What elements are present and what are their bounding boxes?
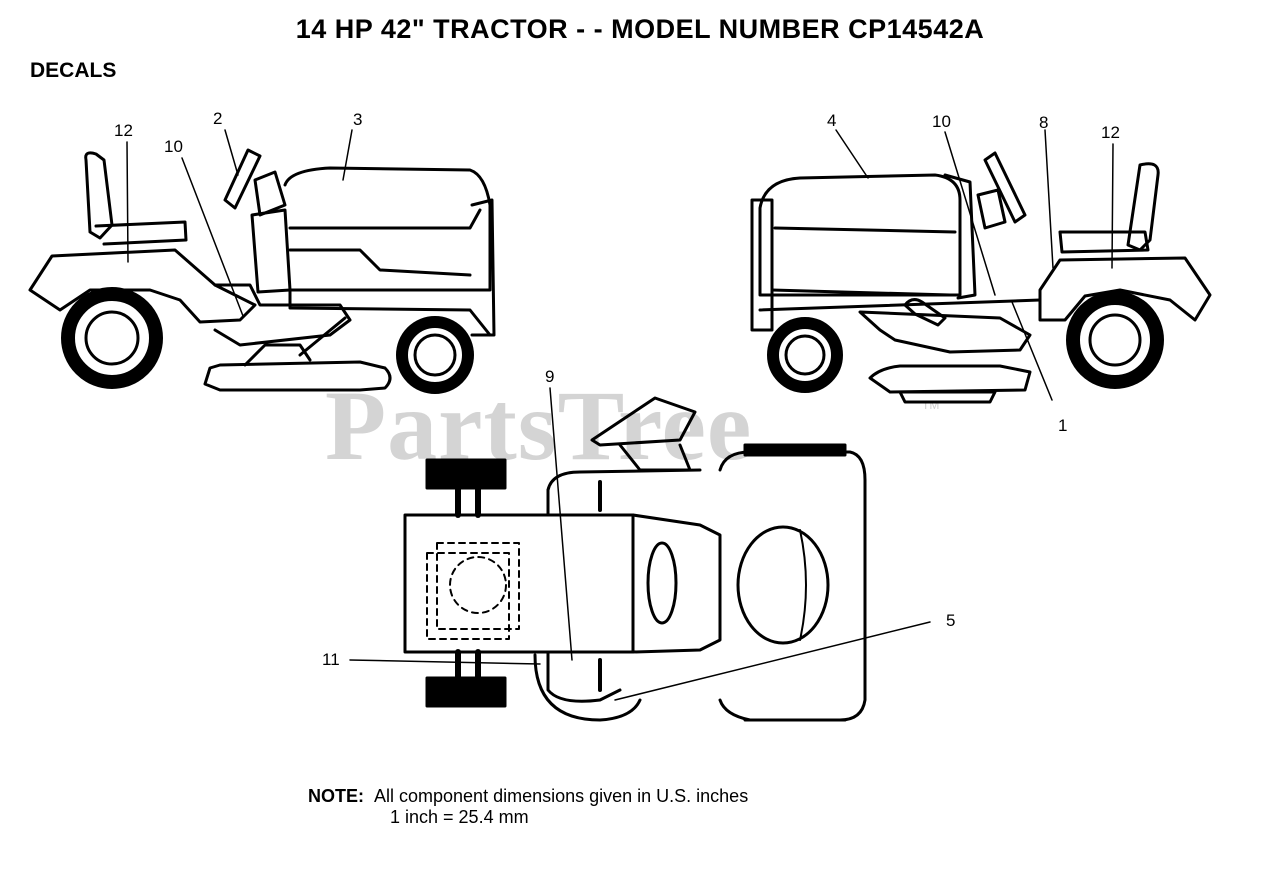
tractor-top-view	[349, 387, 931, 722]
callout-10-right: 10	[932, 112, 951, 131]
callout-4-right: 4	[827, 111, 837, 130]
note-line-2: 1 inch = 25.4 mm	[390, 807, 529, 827]
tractor-left-side-view	[28, 129, 496, 394]
section-heading: DECALS	[30, 59, 117, 82]
note-label: NOTE:	[308, 786, 364, 806]
tractor-right-side-view	[750, 129, 1212, 404]
callout-12-left: 12	[114, 121, 133, 140]
callout-10-left: 10	[164, 137, 183, 156]
callout-9-top: 9	[545, 367, 555, 386]
watermark: PartsTree	[325, 370, 753, 481]
note-line-1: All component dimensions given in U.S. i…	[374, 786, 749, 806]
callout-1-right: 1	[1058, 416, 1068, 435]
callout-8-right: 8	[1039, 113, 1049, 132]
callout-12-right: 12	[1101, 123, 1120, 142]
callout-2-left: 2	[213, 109, 223, 128]
callout-5-top: 5	[946, 611, 956, 630]
callout-11-top: 11	[322, 650, 340, 669]
dimensions-note: NOTE: All component dimensions given in U…	[308, 786, 748, 828]
callout-3-left: 3	[353, 110, 363, 129]
page-title: 14 HP 42" TRACTOR - - MODEL NUMBER CP145…	[295, 14, 985, 44]
